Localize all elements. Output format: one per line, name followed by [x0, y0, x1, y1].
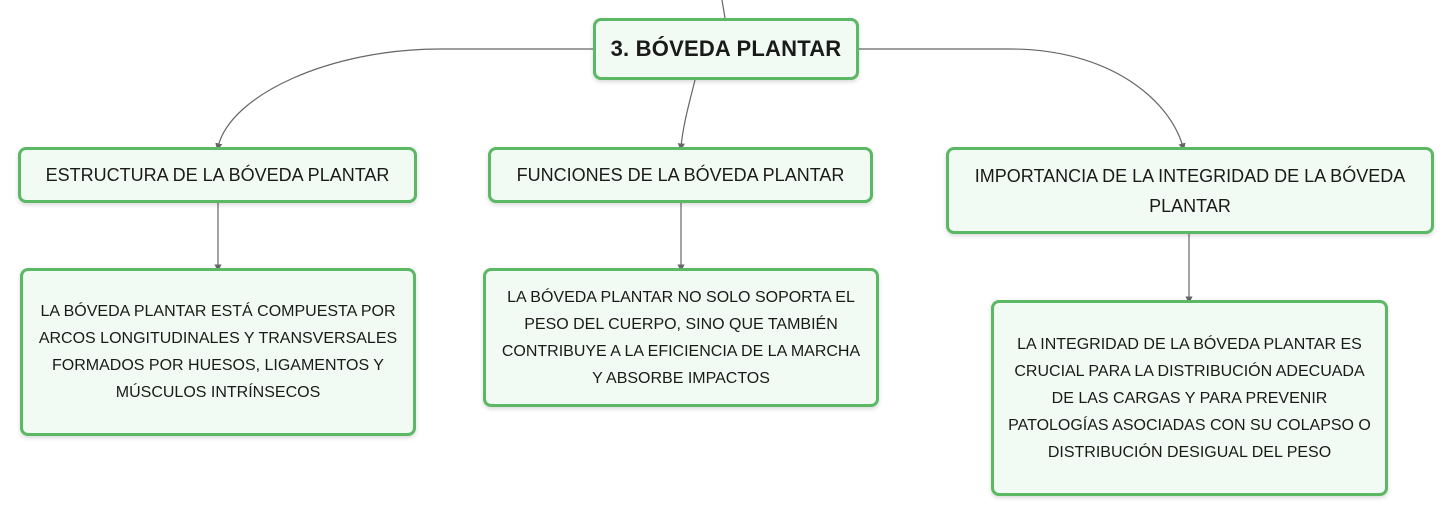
root-topic-label: 3. BÓVEDA PLANTAR [610, 36, 842, 61]
subtopic-funciones-detail[interactable]: LA BÓVEDA PLANTAR NO SOLO SOPORTA EL PES… [483, 268, 879, 407]
subtopic-estructura-text: LA BÓVEDA PLANTAR ESTÁ COMPUESTA POR ARC… [38, 303, 398, 401]
subtopic-estructura-detail[interactable]: LA BÓVEDA PLANTAR ESTÁ COMPUESTA POR ARC… [20, 268, 416, 436]
topic-funciones[interactable]: FUNCIONES DE LA BÓVEDA PLANTAR [488, 147, 873, 203]
topic-estructura-label: ESTRUCTURA DE LA BÓVEDA PLANTAR [45, 165, 390, 185]
connector-root-branch-1 [215, 48, 593, 151]
connector-parent [721, 0, 726, 19]
root-topic[interactable]: 3. BÓVEDA PLANTAR [593, 18, 859, 80]
subtopic-importancia-text: LA INTEGRIDAD DE LA BÓVEDA PLANTAR ES CR… [1008, 335, 1371, 461]
subtopic-funciones-text: LA BÓVEDA PLANTAR NO SOLO SOPORTA EL PES… [501, 288, 861, 387]
topic-importancia-label: IMPORTANCIA DE LA INTEGRIDAD DE LA BÓVED… [974, 165, 1406, 216]
connector-root-branch-3 [859, 48, 1186, 151]
topic-importancia[interactable]: IMPORTANCIA DE LA INTEGRIDAD DE LA BÓVED… [946, 147, 1434, 234]
topic-funciones-label: FUNCIONES DE LA BÓVEDA PLANTAR [516, 165, 845, 185]
connector-root-branch-2 [677, 79, 696, 151]
subtopic-importancia-detail[interactable]: LA INTEGRIDAD DE LA BÓVEDA PLANTAR ES CR… [991, 300, 1388, 496]
topic-estructura[interactable]: ESTRUCTURA DE LA BÓVEDA PLANTAR [18, 147, 417, 203]
